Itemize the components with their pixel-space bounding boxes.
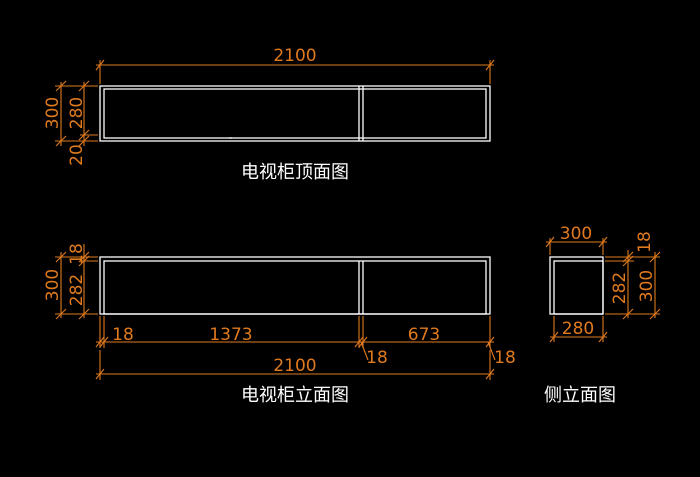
side-view-depth-dimension-bottom (549, 316, 608, 343)
side-view-depth-dimension-top (545, 236, 608, 255)
top-view-caption: 电视柜顶面图 (241, 162, 349, 183)
side-view-caption: 侧立面图 (544, 385, 616, 406)
front-view-height-dimensions (55, 244, 98, 320)
front-view-width-dimension (95, 350, 495, 380)
side-view-depth-total-label: 300 (560, 224, 592, 244)
side-view-depth-inner-label: 280 (562, 319, 594, 339)
front-view-left-bay-label: 1373 (209, 325, 252, 345)
front-view-right-bay-label: 673 (408, 325, 440, 345)
side-view-outline (549, 256, 604, 315)
top-view-width-label: 2100 (273, 46, 316, 66)
front-view-width-total-label: 2100 (273, 356, 316, 376)
front-view-left-board-label: 18 (112, 325, 134, 345)
top-view-width-dimension (95, 59, 495, 84)
front-view-chain-dimension (95, 316, 496, 361)
side-view: 300 280 18 282 300 侧立面图 (544, 224, 661, 406)
front-view-height-total-label: 300 (43, 269, 63, 301)
front-view-inner-height-label: 282 (67, 274, 87, 306)
top-view-depth-total-label: 300 (43, 97, 63, 129)
side-view-inner-height-label: 282 (610, 272, 630, 304)
front-view-top-board-label: 18 (67, 243, 87, 265)
front-view-mid-board-label: 18 (366, 348, 388, 368)
front-view-outline (99, 256, 491, 315)
top-view-front-strip-label: 20 (67, 144, 87, 166)
side-view-top-board-label: 18 (635, 231, 655, 253)
front-view-caption: 电视柜立面图 (241, 385, 349, 406)
top-view: 2100 300 280 20 电视柜顶面图 (43, 46, 495, 183)
front-view-right-board-label: 18 (494, 348, 516, 368)
top-view-depth-inner-label: 280 (67, 97, 87, 129)
top-view-depth-dimensions (55, 80, 98, 147)
top-view-outline (99, 85, 491, 142)
side-view-height-total-label: 300 (637, 270, 657, 302)
side-view-height-dimensions (605, 250, 661, 320)
front-view: 300 18 282 18 1373 673 18 18 (43, 243, 516, 406)
